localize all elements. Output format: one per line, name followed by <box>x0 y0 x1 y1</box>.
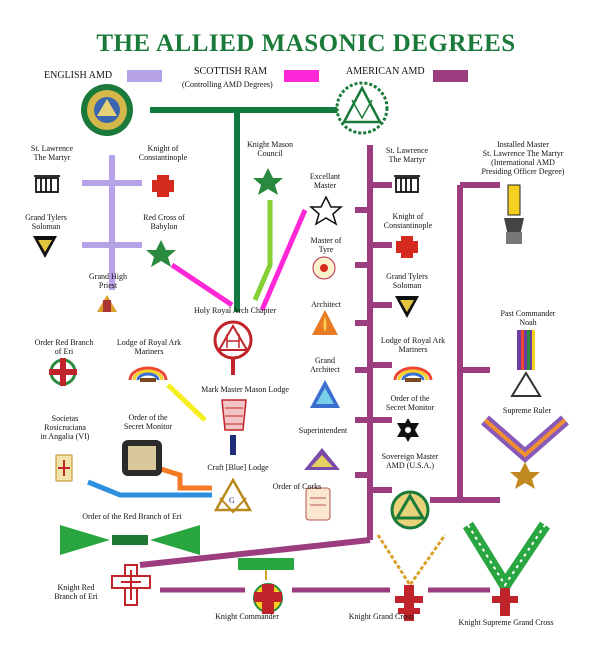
label-installed-master: Installed Master St. Lawrence The Martyr… <box>481 140 565 176</box>
green-star-icon <box>253 168 283 195</box>
label-knight-red-branch: Knight Red Branch of Eri <box>54 583 98 601</box>
label-knight-mason-council: Knight Mason Council <box>247 140 293 158</box>
legend-swatch-scottish <box>284 70 319 82</box>
secret-monitor-star-icon <box>397 418 419 442</box>
blue-connector <box>87 479 212 498</box>
orange-connector <box>147 462 212 491</box>
tyler-triangle-icon <box>395 296 419 318</box>
purple-connector-diagonal <box>139 537 371 568</box>
gridiron-icon <box>394 175 420 193</box>
superintendent-icon <box>304 448 340 470</box>
magenta-connector-left <box>170 262 234 308</box>
label-order-red-branch-bottom: Order of the Red Branch of Eri <box>82 512 182 521</box>
label-knight-supreme-grand-cross: Knight Supreme Grand Cross <box>458 618 554 627</box>
english-amd-seal-icon <box>81 84 133 136</box>
label-order-secret-monitor-right: Order of the Secret Monitor <box>385 394 435 412</box>
rosicrucian-cross-icon <box>55 454 73 482</box>
red-branch-sash-icon <box>60 525 200 555</box>
tyre-badge-icon <box>312 256 336 280</box>
svg-text:G: G <box>229 496 235 505</box>
sovereign-master-jewel-icon <box>390 490 430 530</box>
emblems: G <box>33 81 569 621</box>
label-excellant-master: Excellant Master <box>309 172 341 190</box>
legend-swatch-english <box>127 70 162 82</box>
label-grand-high-priest: Grand High Priest <box>89 272 127 290</box>
star-icon <box>309 195 343 226</box>
label-master-of-tyre: Master of Tyre <box>310 236 342 254</box>
keystone-icon <box>221 399 247 431</box>
lime-connector <box>252 200 273 301</box>
square-compass-icon: G <box>213 477 253 514</box>
tyler-triangle-icon <box>33 236 57 258</box>
label-past-commander: Past Commander Noah <box>500 309 556 327</box>
red-cross-icon <box>396 236 418 258</box>
royal-arch-icon <box>213 320 253 360</box>
architect-icon <box>312 310 338 335</box>
american-amd-seal-icon <box>335 81 389 135</box>
lavender-connector <box>82 155 142 290</box>
legend-american-label: AMERICAN AMD <box>346 66 425 77</box>
rainbow-ark-icon <box>128 366 168 382</box>
label-st-lawrence-right: St. Lawrence The Martyr <box>385 146 429 164</box>
grand-high-priest-icon <box>97 295 117 312</box>
label-supreme-ruler: Supreme Ruler <box>502 406 552 415</box>
label-order-of-corks: Order of Corks <box>272 482 322 491</box>
rainbow-ark-icon <box>393 366 433 382</box>
label-superintendent: Superintendent <box>298 426 348 435</box>
label-order-secret-monitor-left: Order of the Secret Monitor <box>123 413 173 431</box>
label-architect: Architect <box>311 300 341 309</box>
label-grand-architect: Grand Architect <box>310 356 340 374</box>
supreme-ruler-collar-icon <box>481 415 569 489</box>
label-grand-tylers-right: Grand Tylers Soloman <box>386 272 428 290</box>
secret-monitor-shield-icon <box>122 440 162 476</box>
order-of-corks-icon <box>305 487 331 521</box>
legend-scottish-label: SCOTTISH RAM <box>194 66 268 77</box>
label-societas: Societas Rosicruciana in Angalia (VI) <box>40 414 90 441</box>
label-red-cross-babylon: Red Cross of Babylon <box>143 213 185 231</box>
label-order-red-branch-left: Order Red Branch of Eri <box>34 338 94 356</box>
label-knight-constantinople-right: Knight of Constantinople <box>383 212 433 230</box>
label-knight-constantinople-left: Knight of Constantinople <box>138 144 188 162</box>
label-knight-commander: Knight Commander <box>215 612 279 621</box>
legend-scottish-sub: (Controlling AMD Degrees) <box>182 80 273 89</box>
label-knight-grand-cross: Knight Grand Cross <box>348 612 414 621</box>
label-mark-master: Mark Master Mason Lodge <box>201 385 289 394</box>
purple-connector-spine <box>355 145 392 540</box>
past-commander-jewel-icon <box>510 330 542 397</box>
green-star-icon <box>146 240 176 267</box>
installed-master-jewel-icon <box>504 184 524 244</box>
knight-supreme-grand-cross-collar-icon <box>462 521 550 616</box>
yellow-connector <box>166 383 207 422</box>
label-holy-royal-arch: Holy Royal Arch Chapter <box>194 306 276 315</box>
red-cross-icon <box>152 175 174 197</box>
knight-commander-sash-icon <box>238 558 294 614</box>
knight-grand-cross-collar-icon <box>376 534 447 621</box>
label-grand-tylers-left: Grand Tylers Soloman <box>25 213 67 231</box>
magenta-connector-right <box>259 209 308 311</box>
grand-architect-icon <box>310 380 340 408</box>
legend-english-label: ENGLISH AMD <box>44 70 113 81</box>
knight-red-branch-cross-icon <box>111 564 151 606</box>
label-st-lawrence-left: St. Lawrence The Martyr <box>30 144 74 162</box>
label-sovereign-master: Sovereign Master AMD (U.S.A.) <box>381 452 439 470</box>
label-lodge-royal-ark-right: Lodge of Royal Ark Mariners <box>380 336 446 354</box>
label-lodge-royal-ark-left: Lodge of Royal Ark Mariners <box>116 338 182 356</box>
legend-swatch-american <box>433 70 468 82</box>
connector-lines <box>82 70 500 593</box>
purple-connector-right <box>430 182 500 503</box>
label-craft-lodge: Craft [Blue] Lodge <box>207 463 269 472</box>
gridiron-icon <box>34 175 60 193</box>
page-title: THE ALLIED MASONIC DEGREES <box>96 30 516 57</box>
red-branch-cross-icon <box>49 358 77 386</box>
